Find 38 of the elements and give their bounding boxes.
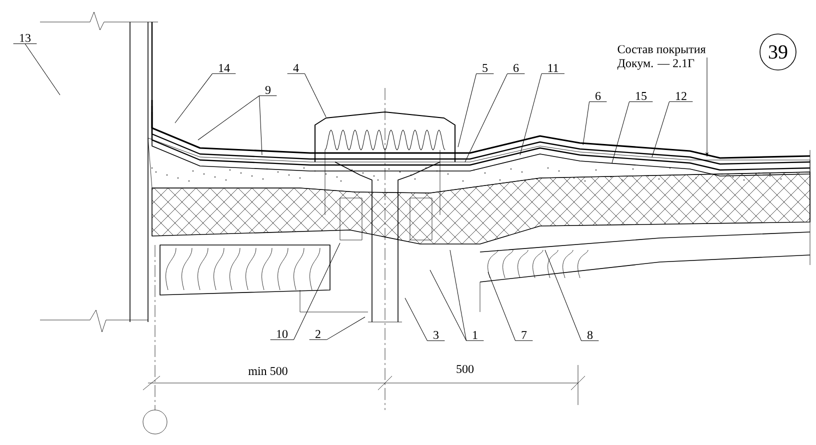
leader-line <box>458 73 477 148</box>
leader-line <box>404 298 428 341</box>
leader-line <box>520 73 542 156</box>
leader-line <box>198 95 260 140</box>
callout-number: 3 <box>427 330 445 341</box>
leader-line <box>544 250 582 341</box>
callout-number: 6 <box>507 64 525 74</box>
callout-number: 5 <box>476 64 494 74</box>
leader-line <box>706 57 708 156</box>
dimension-text: min 500 <box>248 366 288 376</box>
leader-line <box>450 250 467 341</box>
callout-number: 15 <box>629 92 653 102</box>
callout-number: 4 <box>287 64 305 74</box>
dimension-text: 500 <box>456 364 474 374</box>
leader-line <box>259 95 262 156</box>
leader-line <box>174 73 213 124</box>
leader-line <box>612 101 630 164</box>
callout-number: 10 <box>270 330 294 340</box>
callout-number: 8 <box>581 330 599 341</box>
leader-line <box>464 73 508 162</box>
leader-line <box>430 270 467 341</box>
note-text: Состав покрытия Докум. — 2.1Г <box>617 45 706 70</box>
leader-line <box>582 101 590 146</box>
leader-line <box>293 242 340 340</box>
leader-line <box>304 73 326 118</box>
callout-number: 6 <box>589 92 607 102</box>
callout-number: 12 <box>669 92 693 102</box>
callout-number: 14 <box>212 64 236 74</box>
callout-number: 11 <box>541 64 565 74</box>
callout-number: 1 <box>466 331 484 341</box>
callout-number: 13 <box>13 34 37 44</box>
callout-number: 2 <box>309 330 327 340</box>
leader-line <box>326 316 366 340</box>
callout-number: 9 <box>259 86 277 96</box>
leader-line <box>488 272 516 341</box>
leader-line <box>652 101 670 158</box>
callout-number: 7 <box>515 331 533 341</box>
leader-line <box>24 43 60 96</box>
